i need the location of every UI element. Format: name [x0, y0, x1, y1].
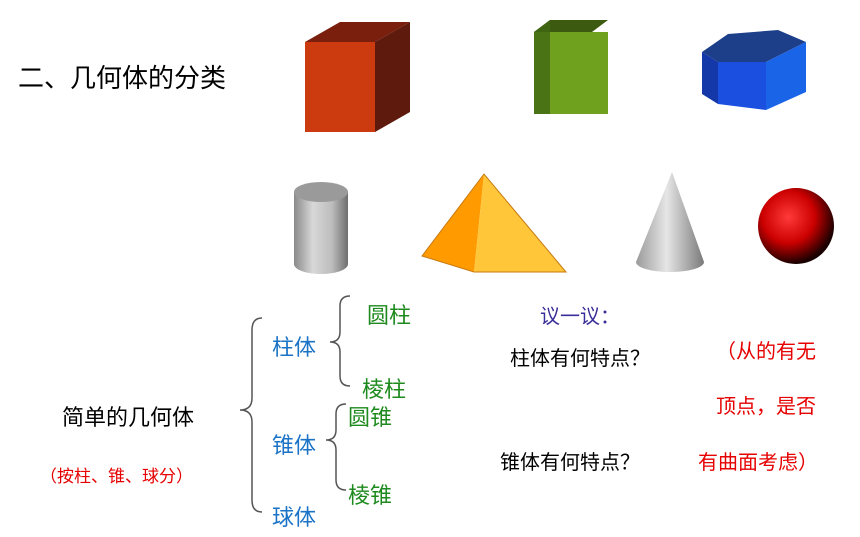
- pyramid-group-label: 锥体: [272, 434, 317, 459]
- pyramid-label: 棱锥: [348, 484, 393, 509]
- root-label: 简单的几何体: [62, 406, 195, 431]
- prism-label: 棱柱: [362, 378, 407, 403]
- hint-line-1: （从的有无: [716, 339, 816, 363]
- page-title: 二、几何体的分类: [18, 64, 227, 94]
- rectangular-prism-shape: [534, 20, 608, 114]
- hint-line-3: 有曲面考虑）: [698, 450, 818, 474]
- sphere-group-label: 球体: [272, 506, 317, 531]
- cylinder-label: 圆柱: [367, 304, 412, 329]
- hint-line-2: 顶点，是否: [716, 394, 816, 418]
- discussion-heading: 议一议：: [540, 304, 620, 328]
- question-prism: 柱体有何特点？: [510, 346, 650, 370]
- cuboid-shape: [305, 22, 410, 132]
- question-pyramid: 锥体有何特点？: [500, 450, 640, 474]
- cone-label: 圆锥: [348, 406, 393, 431]
- classification-note: （按柱、锥、球分）: [40, 467, 193, 487]
- cylinder-shape: [294, 182, 348, 274]
- main-brace: [239, 317, 263, 513]
- prism-brace: [329, 295, 351, 387]
- pyramid-brace: [325, 403, 347, 491]
- pyramid-shape: [421, 173, 568, 273]
- pentagonal-prism-shape: [702, 30, 806, 110]
- prism-group-label: 柱体: [272, 336, 317, 361]
- cone-shape: [636, 172, 704, 272]
- sphere-shape: [758, 188, 834, 264]
